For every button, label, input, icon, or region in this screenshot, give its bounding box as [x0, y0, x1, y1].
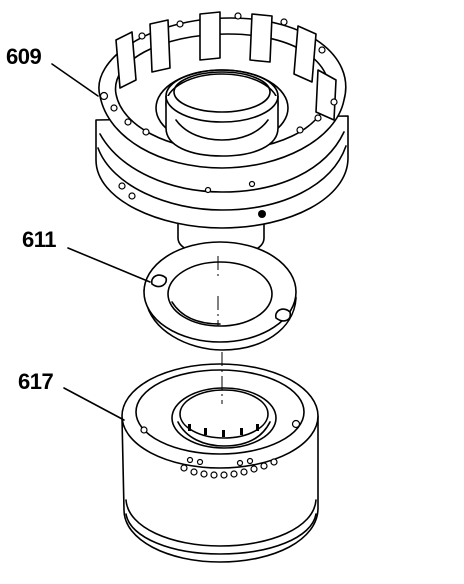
part-611-washer: [143, 241, 297, 351]
callout-617: 617: [18, 369, 54, 394]
center-axis-line: [217, 256, 223, 404]
leader-lines: [51, 63, 151, 421]
part-609-housing: [95, 11, 349, 257]
callout-611: 611: [22, 227, 57, 252]
leader-609: [51, 63, 99, 97]
leader-611: [67, 247, 151, 283]
callout-609: 609: [6, 44, 42, 69]
leader-617: [63, 387, 125, 421]
part-617-drum: [121, 363, 319, 563]
